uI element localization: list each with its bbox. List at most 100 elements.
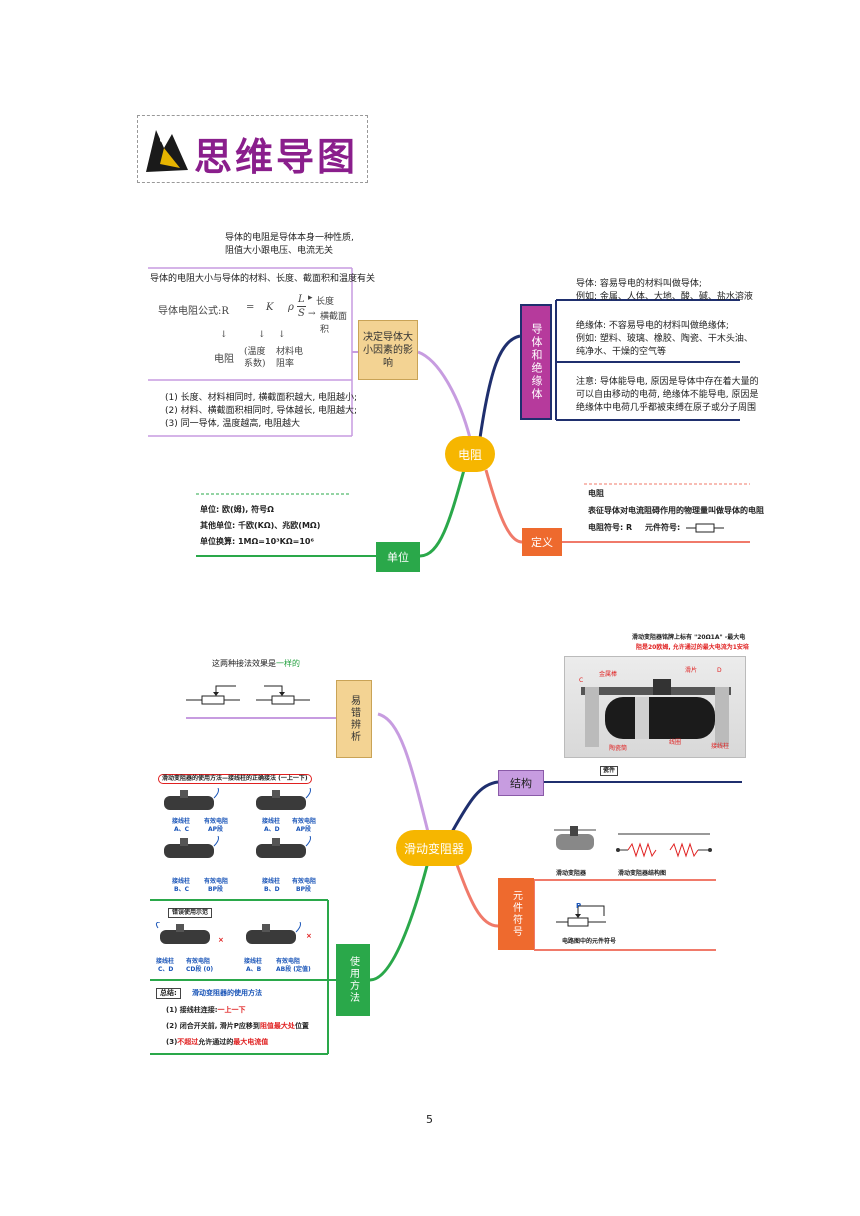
factors-note1-line1: 导体的电阻是导体本身一种性质, (225, 233, 354, 243)
insulator-line1: 绝缘体: 不容易导电的材料叫做绝缘体; (576, 321, 729, 331)
tag-slider: 滑片 (685, 667, 698, 674)
definition-line3: 电阻符号: R (588, 523, 633, 532)
factors-node: 决定导体大小因素的影响 (358, 320, 418, 380)
factors-rule3: (3) 同一导体, 温度越高, 电阻越大 (165, 419, 301, 429)
rheostat-map-lines (150, 712, 742, 1055)
structure-caption-line1: 滑动变阻器铭牌上标有 "20Ω1A" -最大电 (632, 634, 745, 642)
tag-c: C (579, 677, 584, 684)
formula-fraction-bar (297, 306, 306, 307)
formula-length: 长度 (316, 297, 335, 307)
summary-item-1: (1) 接线柱连接:一上一下 (166, 1006, 246, 1015)
formula-arrow-area: → (308, 309, 316, 319)
formula-arrow-length: ▸ (308, 293, 313, 303)
definition-line2: 表征导体对电流阻碍作用的物理量叫做导体的电阻 (588, 506, 764, 515)
c3-terminal: 接线柱 (172, 878, 191, 885)
rheostat-structure-drawing-icon (616, 833, 712, 858)
resistance-map-lines (148, 267, 750, 558)
factors-note1-line2: 阻值大小跟电压、电流无关 (225, 246, 334, 256)
rheostat-symbol-a-icon (186, 685, 240, 705)
s3-highlight2: 最大电流值 (233, 1038, 269, 1046)
summary-item-3: (3)不超过允许通过的最大电流值 (166, 1038, 268, 1047)
resistance-formula: 导体电阻公式:R = K ρ L S ▸ 长度 → 横截面积 ↓ ↓ ↓ 电阻 … (158, 292, 348, 372)
formula-rho: ρ (288, 302, 294, 313)
w1-terminal: 接线柱 (156, 958, 175, 965)
symbol-caption1: 滑动变阻器 (556, 870, 587, 877)
symbol-node: 元件符号 (498, 878, 534, 950)
tag-base: 瓷件 (600, 766, 619, 776)
formula-sub-resistance: 电阻 (214, 354, 234, 365)
s1-prefix: (1) 接线柱连接: (166, 1006, 218, 1014)
penguin-logo-icon (146, 130, 188, 172)
rheostat-circuit-symbol-icon (556, 905, 606, 927)
w2-terminal: 接线柱 (244, 958, 263, 965)
wrong-photo-1-icon (155, 922, 210, 944)
summary-label: 总结: (156, 988, 181, 999)
w1-pair: C、D (158, 966, 174, 973)
s2-highlight: 阻值最大处 (259, 1022, 295, 1030)
rheostat-photo: 金属棒 滑片 C D 陶瓷筒 线圈 接线柱 (564, 656, 746, 758)
formula-k: K (266, 302, 274, 313)
insulator-line3: 纯净水、干燥的空气等 (576, 347, 667, 357)
tag-ceramic: 陶瓷筒 (609, 745, 628, 752)
s1-highlight: 一上一下 (217, 1006, 246, 1014)
factors-note2: 导体的电阻大小与导体的材料、长度、截面积和温度有关 (150, 274, 376, 284)
confusion-note-prefix: 这两种接法效果是 (212, 659, 276, 668)
rheostat-photo-drawing (581, 679, 731, 747)
s3-highlight1: 不超过 (177, 1038, 199, 1046)
c4-pair: B、D (264, 886, 280, 893)
page-title: 思维导图 (194, 134, 359, 179)
usage-photo-4-icon (256, 836, 311, 858)
wrong-x-mark-2: × (306, 932, 312, 940)
c1-effective: 有效电阻 (204, 818, 229, 825)
wrong-x-mark-1: × (218, 936, 224, 944)
definition-node: 定义 (522, 528, 562, 556)
summary-item-2: (2) 闭合开关前, 滑片P应移到阻值最大处位置 (166, 1022, 309, 1031)
definition-line4: 元件符号: (645, 523, 681, 532)
resistor-symbol-icon (686, 523, 724, 533)
formula-down-arrow-1: ↓ (220, 330, 228, 340)
formula-down-arrow-3: ↓ (278, 330, 286, 340)
rheostat-center-label: 滑动变阻器 (403, 841, 464, 856)
usage-box-title: 滑动变阻器的使用方法—接线柱的正确接法 (一上一下) (158, 774, 312, 784)
note-line3: 绝缘体中电荷几乎都被束缚在原子或分子周围 (576, 403, 757, 413)
symbol-caption3: 电路图中的元件符号 (562, 938, 617, 945)
conductor-line1: 导体: 容易导电的材料叫做导体; (576, 279, 702, 289)
tag-metal-rod: 金属棒 (599, 671, 618, 678)
insulator-line2: 例如: 塑料、玻璃、橡胶、陶瓷、干木头油、 (576, 334, 753, 344)
unit-line2: 其他单位: 千欧(KΩ)、兆欧(MΩ) (200, 521, 321, 530)
rheostat-mini-drawing-icon (554, 826, 596, 850)
confusion-note: 这两种接法效果是一样的 (212, 658, 300, 670)
tag-coil: 线圈 (669, 739, 682, 746)
c4-seg: BP段 (296, 886, 311, 893)
rheostat-center-node: 滑动变阻器 (396, 830, 472, 866)
wrong-title: 错误使用示范 (168, 908, 213, 918)
usage-photo-3-icon (164, 836, 219, 858)
unit-line3: 单位换算: 1MΩ=10³KΩ=10⁶ (200, 537, 314, 546)
resistance-center-node: 电阻 (445, 436, 495, 472)
conductors-label: 导体和绝缘体 (530, 323, 543, 401)
unit-node: 单位 (376, 542, 420, 572)
confusion-note-highlight: 一样的 (276, 659, 300, 668)
c3-seg: BP段 (208, 886, 223, 893)
structure-caption-line2: 阻是20欧姆, 允许通过的最大电流为1安培 (636, 644, 749, 651)
definition-label: 定义 (531, 536, 553, 549)
tag-d: D (717, 667, 722, 674)
structure-label: 结构 (510, 777, 532, 790)
wrong-photo-2-icon (246, 922, 301, 944)
note-line1: 注意: 导体能导电, 原因是导体中存在着大量的 (576, 377, 759, 387)
formula-down-arrow-2: ↓ (258, 330, 266, 340)
usage-correct-panel: 滑动变阻器的使用方法—接线柱的正确接法 (一上一下) 接线柱 有效电阻 A、C … (152, 774, 322, 896)
w2-seg: AB段 (定值) (276, 966, 311, 973)
usage-wrong-panel: 错误使用示范 × × 接线柱 有效电阻 C、D CD段 (0) 接线柱 有效电阻… (152, 906, 332, 978)
summary-title: 滑动变阻器的使用方法 (192, 989, 262, 997)
w1-seg: CD段 (0) (186, 966, 214, 973)
c3-pair: B、C (174, 886, 189, 893)
formula-area: 横截面积 (320, 312, 348, 335)
factors-label: 决定导体大小因素的影响 (363, 331, 413, 369)
unit-label: 单位 (387, 551, 409, 564)
c2-effective: 有效电阻 (292, 818, 317, 825)
structure-node: 结构 (498, 770, 544, 796)
w2-effective: 有效电阻 (276, 958, 301, 965)
page-number: 5 (426, 1113, 433, 1126)
formula-prefix: 导体电阻公式:R (158, 306, 229, 317)
